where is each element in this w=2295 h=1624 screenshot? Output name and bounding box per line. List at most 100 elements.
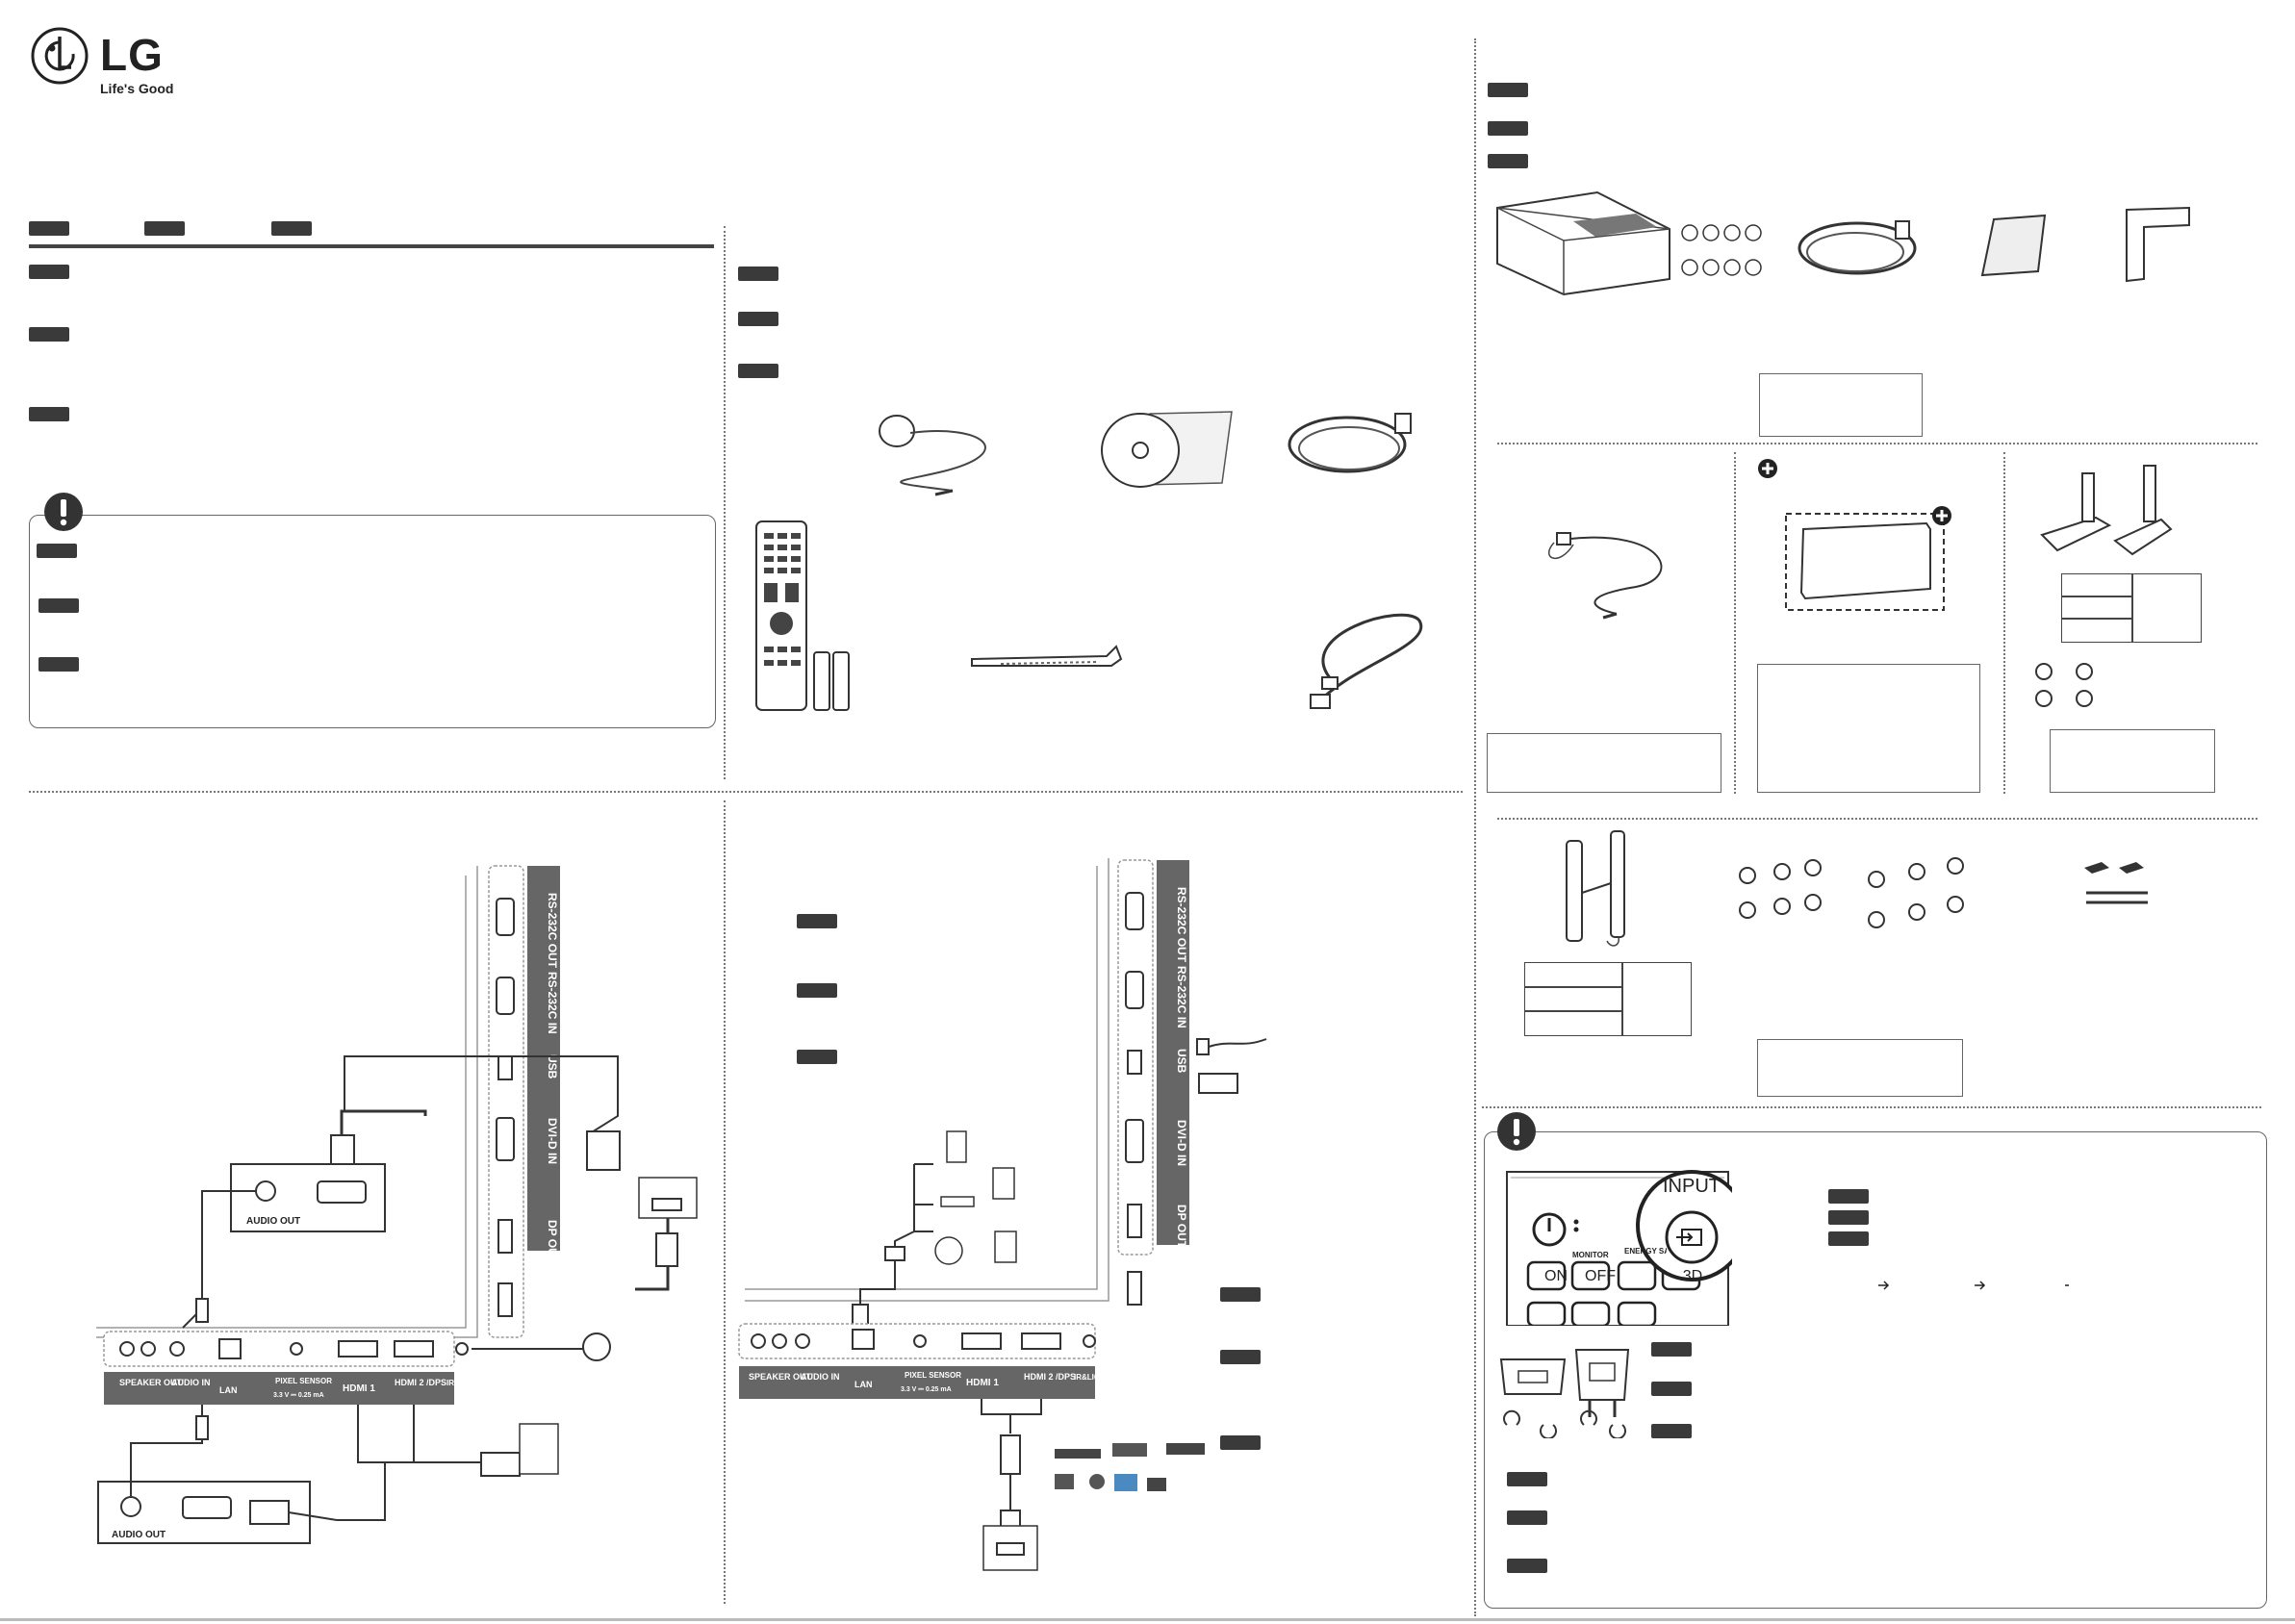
lang-tag xyxy=(738,364,778,378)
lg-logo-icon xyxy=(31,27,89,85)
port-label-rs232c-out-2: RS-232C OUT xyxy=(1175,887,1188,963)
lg-logo: LG Life's Good xyxy=(31,27,185,104)
lang-tag xyxy=(797,914,837,928)
lang-tag xyxy=(271,221,312,236)
connection-diagram-middle: RS-232C OUT RS-232C IN USB DVI-D IN DP O… xyxy=(738,858,1267,1571)
power-cord-accessory xyxy=(1798,220,1917,275)
column-divider xyxy=(724,800,726,1604)
media-player-accessory xyxy=(1496,190,1670,296)
port-label-speaker-out-2: SPEAKER OUT xyxy=(749,1372,812,1382)
dp-source-device xyxy=(635,1177,698,1291)
column-divider xyxy=(2003,452,2005,794)
stand-illustration xyxy=(2040,465,2173,556)
cd-manual-accessory xyxy=(1101,411,1233,488)
port-label-rs232c-in-2: RS-232C IN xyxy=(1175,966,1188,1028)
remote-energy-label: ENERGY SAVING xyxy=(1624,1247,1667,1256)
column-divider xyxy=(1734,452,1736,794)
port-label-hdmi2: HDMI 2 /DPS xyxy=(395,1378,446,1387)
lang-tag xyxy=(1507,1510,1547,1525)
port-label-hdmi1: HDMI 1 xyxy=(343,1383,375,1394)
lang-tag xyxy=(797,1050,837,1064)
caution-box xyxy=(29,515,716,728)
footer-rule xyxy=(0,1618,2295,1621)
port-label-pixel-sensor-2: PIXEL SENSOR xyxy=(905,1371,961,1380)
lang-tag xyxy=(1507,1559,1547,1573)
remote-input-label: INPUT xyxy=(1663,1176,1721,1197)
remote-closeup xyxy=(1506,1170,1732,1326)
port-label-usb-2: USB xyxy=(1175,1049,1188,1074)
port-label-ir-light-2: IR&LIGHT SENSOR xyxy=(1074,1373,1145,1382)
lang-tag xyxy=(1488,83,1528,97)
port-label-lan-2: LAN xyxy=(854,1380,873,1389)
lang-tag xyxy=(1220,1435,1261,1450)
port-label-dvi-2: DVI-D IN xyxy=(1175,1120,1188,1166)
plus-icon xyxy=(1757,458,1778,479)
brand-name: LG xyxy=(100,30,164,80)
port-label-audio-in: AUDIO IN xyxy=(171,1378,211,1387)
media-box-illustration xyxy=(1785,506,1951,611)
brand-tagline: Life's Good xyxy=(100,81,174,96)
lang-tag xyxy=(738,266,778,281)
lang-tag xyxy=(1651,1424,1692,1438)
port-label-audio-in-2: AUDIO IN xyxy=(801,1372,840,1382)
spec-table xyxy=(1524,962,1692,1036)
lang-tag xyxy=(38,598,79,613)
row-divider xyxy=(1497,443,2257,444)
lang-tag xyxy=(797,983,837,998)
lang-tag xyxy=(1220,1287,1261,1302)
port-label-hdmi1-2: HDMI 1 xyxy=(966,1378,999,1388)
port-label-usb: USB xyxy=(546,1054,559,1079)
screws-set xyxy=(1739,857,1964,928)
signal-cable-accessory xyxy=(1310,613,1423,709)
power-cord-accessory xyxy=(1288,413,1412,473)
port-label-dp-in: DP IN xyxy=(546,1283,559,1314)
port-label-dp-in-2: DP IN xyxy=(1175,1272,1188,1303)
dvi-connectors xyxy=(1499,1349,1630,1438)
note-box xyxy=(1487,733,1721,793)
lang-tag xyxy=(1828,1189,1869,1204)
screws-accessory xyxy=(1681,224,1762,276)
remote-off-label: OFF xyxy=(1585,1268,1616,1284)
audio-out-label: AUDIO OUT xyxy=(246,1216,300,1227)
note-box xyxy=(1757,664,1980,793)
note-box xyxy=(1759,373,1923,437)
port-label-dp-out-2: DP OUT xyxy=(1175,1205,1188,1249)
column-divider xyxy=(724,226,726,779)
port-label-hdmi2-2: HDMI 2 /DPS xyxy=(1024,1372,1076,1382)
port-label-dvi-d-in: DVI-D IN xyxy=(546,1118,559,1164)
lang-tag xyxy=(1651,1382,1692,1396)
row-divider xyxy=(29,791,1463,793)
note-box xyxy=(1757,1039,1963,1097)
lang-tag xyxy=(1507,1472,1547,1486)
lang-tag xyxy=(37,544,77,558)
port-label-lan: LAN xyxy=(219,1385,238,1395)
arrow-right-icon xyxy=(1878,1281,2069,1290)
lang-tag xyxy=(1488,154,1528,168)
caution-icon xyxy=(1495,1110,1538,1153)
lang-tag xyxy=(29,265,69,279)
column-divider xyxy=(1474,38,1476,1616)
section-rule xyxy=(29,244,714,248)
port-label-pixel-rating-2: 3.3 V ⎓ 0.25 mA xyxy=(901,1386,952,1393)
lang-tag xyxy=(1651,1342,1692,1357)
port-label-rs232c-in: RS-232C IN xyxy=(546,972,559,1034)
ir-receiver-accessory xyxy=(879,415,986,496)
port-label-pixel-rating: 3.3 V ⎓ 0.25 mA xyxy=(273,1392,324,1399)
row-divider xyxy=(1482,1106,2261,1108)
port-label-rs232c-out: RS-232C OUT xyxy=(546,893,559,969)
lang-tag xyxy=(144,221,185,236)
bracket-accessory xyxy=(2126,206,2190,283)
speaker-illustration xyxy=(1566,830,1625,947)
audio-out-label-bottom: AUDIO OUT xyxy=(112,1530,166,1540)
spec-table xyxy=(2061,573,2202,643)
row-divider xyxy=(1497,818,2257,820)
clips-illustration xyxy=(2084,862,2148,904)
lang-tag xyxy=(1488,121,1528,136)
port-label-ir-light: IR&LIGHT SENSOR xyxy=(446,1379,518,1387)
remote-on-label: ON xyxy=(1544,1268,1568,1284)
lang-tag xyxy=(1220,1350,1261,1364)
stand-screws xyxy=(2035,663,2093,707)
lang-tag xyxy=(38,657,79,672)
accessories-illustration xyxy=(755,411,1423,711)
optional-accessories-top xyxy=(1496,190,2190,296)
